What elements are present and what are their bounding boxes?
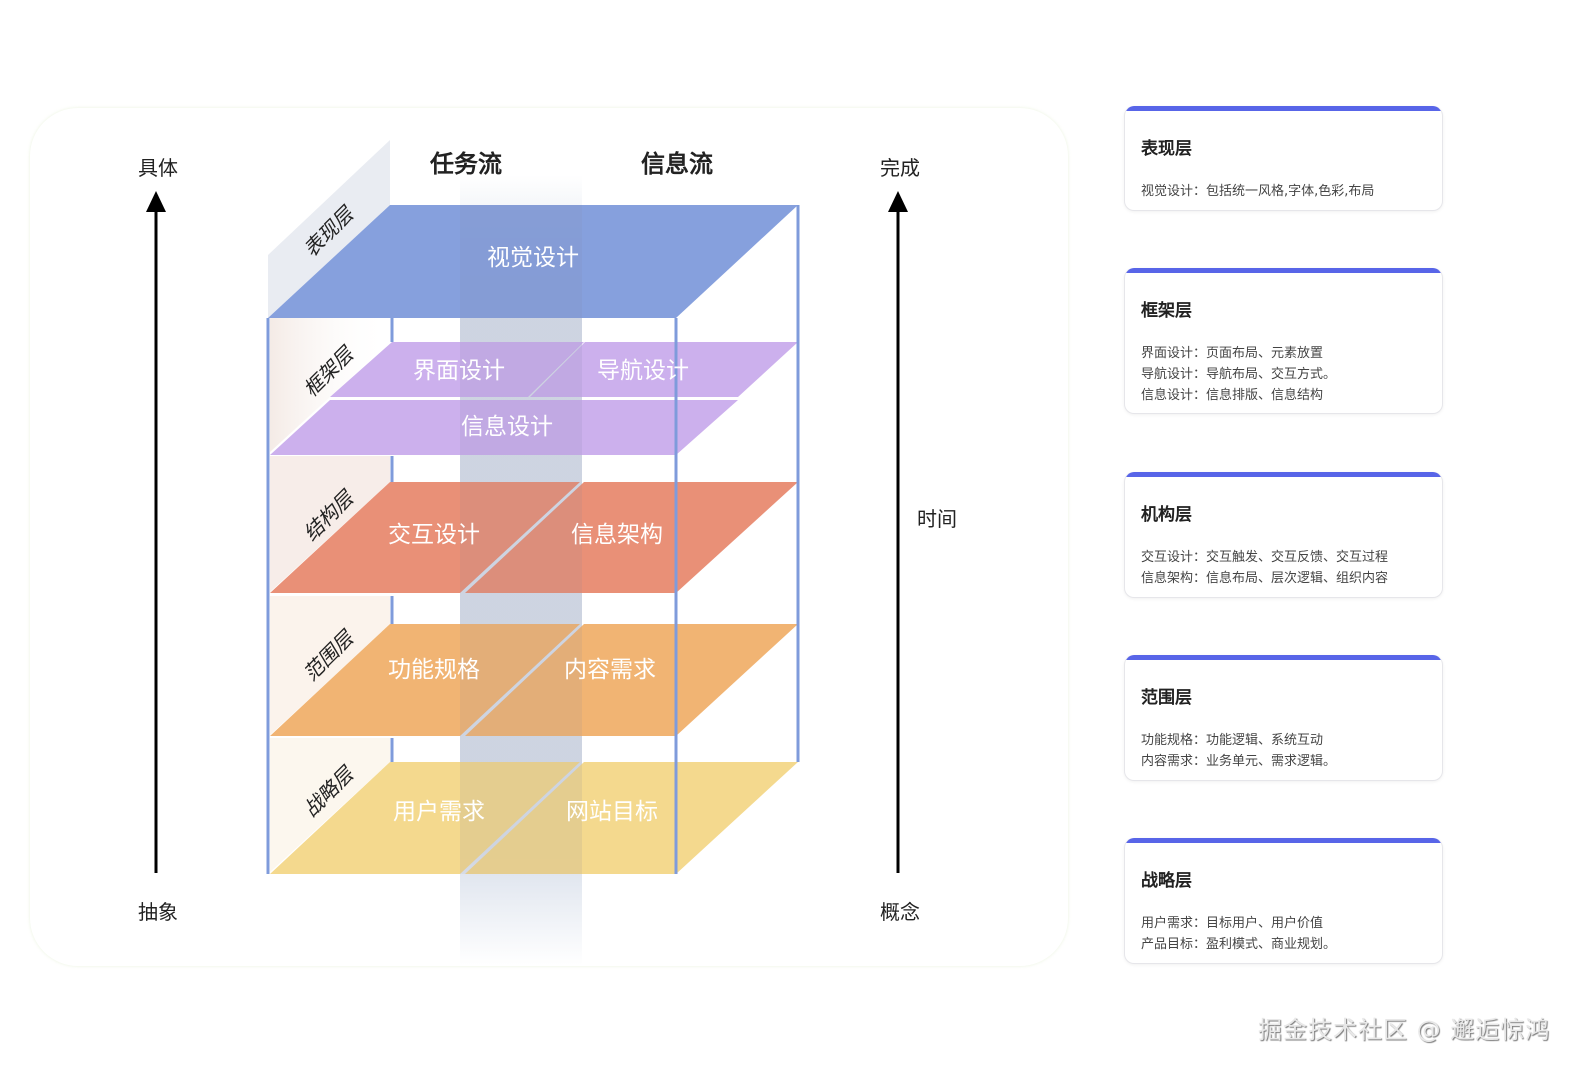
card-accent-bar: [1125, 655, 1442, 660]
left-axis-top-label: 具体: [138, 156, 178, 180]
layer-structure-plane-left: [270, 482, 580, 593]
right-axis-bottom-label: 概念: [880, 900, 920, 924]
layer-strategy-plane-left: [270, 762, 580, 874]
layer-scope-plane-left: [270, 624, 580, 736]
card-line: 功能规格：功能逻辑、系统互动: [1141, 733, 1324, 748]
label-info-design: 信息设计: [461, 414, 553, 440]
column-header-info-flow: 信息流: [641, 150, 713, 178]
layer-presentation-plane: [268, 205, 798, 318]
card-line: 产品目标：盈利模式、商业规划。: [1141, 937, 1337, 952]
card-title: 框架层: [1141, 301, 1192, 321]
card-accent-bar: [1125, 106, 1442, 111]
card-line: 界面设计：页面布局、元素放置: [1141, 346, 1324, 361]
layer-framework-plane-ui: [330, 342, 584, 397]
label-content-requirements: 内容需求: [564, 657, 656, 683]
card-line: 信息设计：信息排版、信息结构: [1141, 388, 1324, 403]
right-axis-middle-label: 时间: [917, 507, 957, 531]
column-header-task-flow: 任务流: [429, 150, 502, 178]
card-framework-layer: 框架层 界面设计：页面布局、元素放置 导航设计：导航布局、交互方式。 信息设计：…: [1124, 268, 1443, 414]
card-line: 交互设计：交互触发、交互反馈、交互过程: [1141, 550, 1389, 565]
label-user-needs: 用户需求: [393, 799, 485, 825]
card-scope-layer: 范围层 功能规格：功能逻辑、系统互动 内容需求：业务单元、需求逻辑。: [1124, 655, 1443, 781]
label-nav-design: 导航设计: [597, 358, 689, 384]
left-axis-bottom-label: 抽象: [138, 900, 178, 924]
card-line: 内容需求：业务单元、需求逻辑。: [1141, 754, 1337, 769]
card-accent-bar: [1125, 472, 1442, 477]
card-line: 导航设计：导航布局、交互方式。: [1141, 367, 1337, 382]
card-line: 视觉设计：包括统一风格,字体,色彩,布局: [1141, 184, 1375, 199]
label-ui-design: 界面设计: [413, 358, 505, 384]
card-title: 机构层: [1141, 505, 1192, 525]
layer-framework-plane-nav: [530, 342, 798, 397]
watermark: 掘金技术社区 @ 邂逅惊鸿: [1258, 1016, 1551, 1044]
card-strategy-layer: 战略层 用户需求：目标用户、用户价值 产品目标：盈利模式、商业规划。: [1124, 838, 1443, 964]
layer-strategy-plane-right: [465, 762, 798, 874]
box-frame: [266, 205, 800, 874]
card-line: 信息架构：信息布局、层次逻辑、组织内容: [1141, 571, 1389, 586]
card-structure-layer: 机构层 交互设计：交互触发、交互反馈、交互过程 信息架构：信息布局、层次逻辑、组…: [1124, 472, 1443, 598]
label-visual-design: 视觉设计: [487, 245, 579, 271]
side-panel-presentation: [268, 140, 390, 318]
card-title: 战略层: [1141, 871, 1192, 891]
label-functional-spec: 功能规格: [388, 657, 480, 683]
left-axis-arrow: [146, 191, 166, 873]
card-line: 用户需求：目标用户、用户价值: [1141, 916, 1324, 931]
label-info-architecture: 信息架构: [571, 522, 663, 548]
right-axis-arrow: [888, 191, 908, 873]
card-accent-bar: [1125, 268, 1442, 273]
card-title: 范围层: [1141, 688, 1192, 708]
layer-framework-plane-info: [270, 400, 738, 455]
right-axis-top-label: 完成: [880, 156, 920, 180]
layer-scope-plane-right: [465, 624, 798, 736]
label-site-objectives: 网站目标: [566, 799, 658, 825]
label-interaction-design: 交互设计: [388, 522, 480, 548]
card-accent-bar: [1125, 838, 1442, 843]
card-title: 表现层: [1141, 139, 1192, 159]
layer-structure-plane-right: [465, 482, 798, 593]
card-presentation-layer: 表现层 视觉设计：包括统一风格,字体,色彩,布局: [1124, 106, 1443, 211]
